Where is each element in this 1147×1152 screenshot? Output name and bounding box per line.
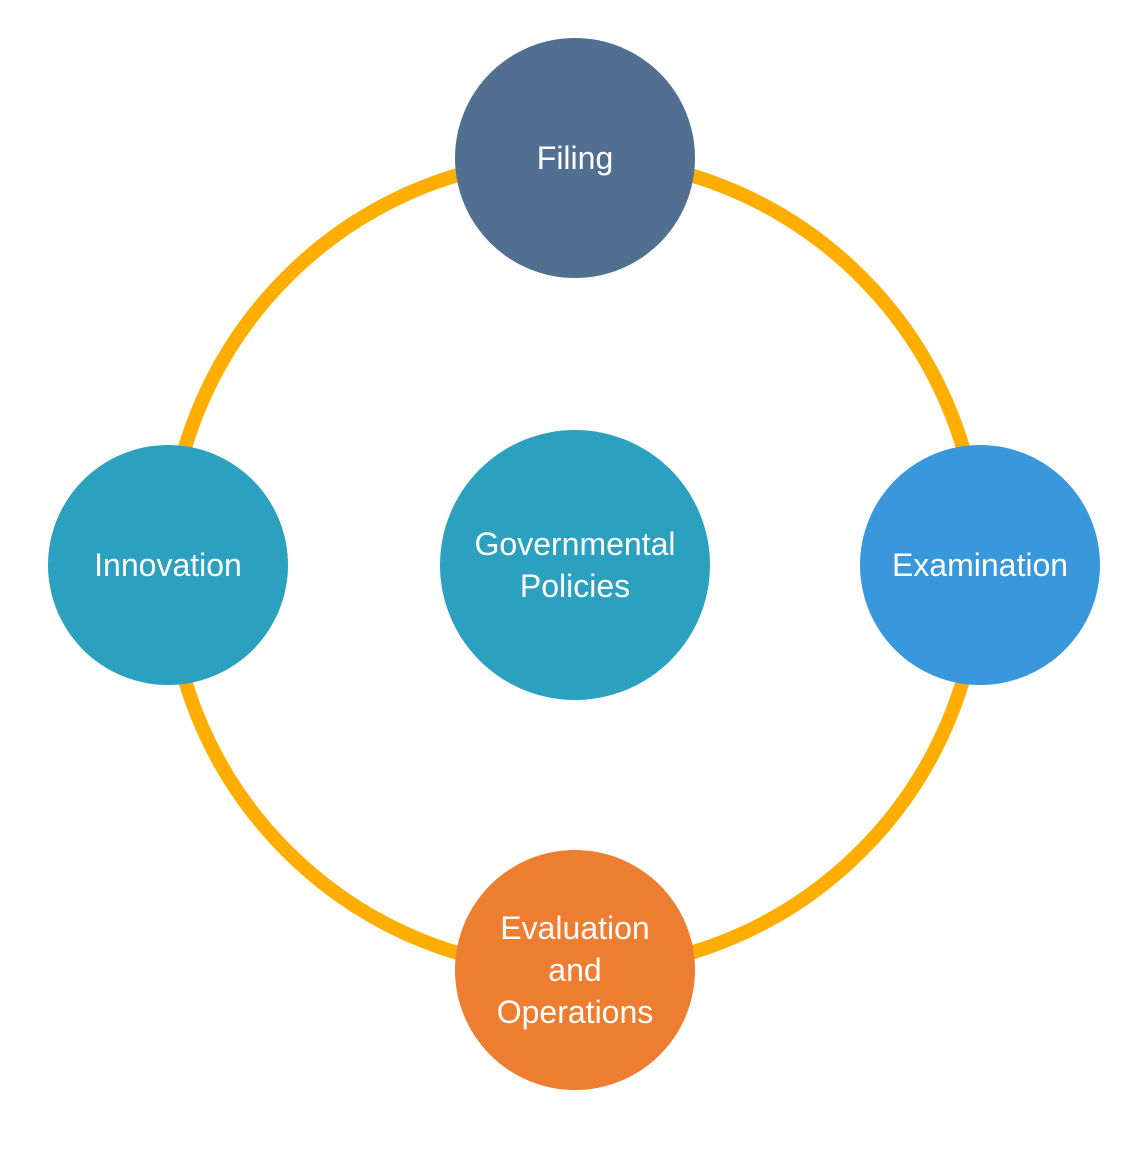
- node-examination-label: Examination: [891, 547, 1069, 583]
- node-examination: Examination: [860, 445, 1100, 685]
- node-innovation-label: Innovation: [94, 547, 242, 583]
- node-evaluation-label: Evaluation and Operations: [496, 910, 654, 1030]
- node-filing: Filing: [455, 38, 695, 278]
- center-node-governmental-policies: Governmental Policies: [440, 430, 710, 700]
- node-evaluation-and-operations: Evaluation and Operations: [455, 850, 695, 1090]
- node-innovation: Innovation: [48, 445, 288, 685]
- center-node-label: Governmental Policies: [474, 526, 676, 604]
- node-filing-label: Filing: [536, 140, 614, 176]
